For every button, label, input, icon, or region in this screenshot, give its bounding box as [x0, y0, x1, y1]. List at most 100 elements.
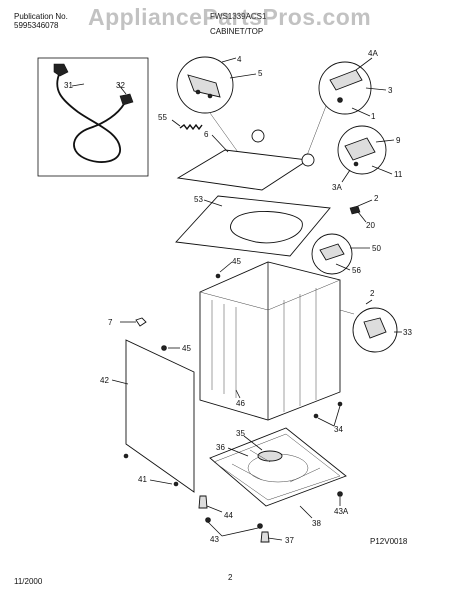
- leader-2b: [365, 299, 373, 305]
- callout-35: 35: [236, 429, 245, 438]
- leader-2a: [357, 199, 373, 207]
- callout-1: 1: [371, 112, 376, 121]
- leader-34: [317, 417, 335, 427]
- detail-bubble-clip: [311, 233, 370, 275]
- leader-31: [71, 83, 85, 87]
- cabinet-outline: [199, 261, 341, 421]
- publication-number: 5995346078: [14, 21, 59, 30]
- callout-50: 50: [372, 244, 381, 253]
- plug-7-part: [135, 317, 147, 327]
- front-panel-outline: [125, 339, 195, 493]
- lid-spring-coil: [179, 123, 203, 131]
- leader-42: [111, 379, 129, 385]
- front-panel: [111, 339, 195, 493]
- diagram-code: P12V0018: [370, 537, 408, 546]
- leader-55: [171, 119, 181, 127]
- watermark: AppliancePartsPros.com: [88, 4, 372, 30]
- leader-38: [299, 505, 313, 519]
- screws-34: [313, 401, 343, 427]
- callout-3a: 3A: [332, 183, 342, 192]
- leader-46: [235, 389, 241, 399]
- bubble-lid-switch-outline: [318, 61, 372, 115]
- leader-45a: [219, 261, 233, 273]
- screw-45-top: [215, 273, 221, 279]
- detail-bubble-latch: [339, 299, 402, 353]
- callout-41: 41: [138, 475, 147, 484]
- cabinet: [199, 261, 341, 421]
- screw-20: [349, 199, 373, 223]
- callout-38: 38: [312, 519, 321, 528]
- callout-45-top: 45: [232, 257, 241, 266]
- callout-34: 34: [334, 425, 343, 434]
- publication-label: Publication No.: [14, 12, 68, 21]
- top-panel-opening: [230, 211, 303, 244]
- callout-7: 7: [108, 318, 113, 327]
- callout-5: 5: [258, 69, 263, 78]
- leader-32: [117, 83, 127, 95]
- drive-coupling: [257, 450, 283, 462]
- clip-part: [319, 243, 345, 261]
- leveling-feet: [198, 491, 343, 543]
- power-cord-inset: [37, 57, 149, 177]
- leader-35: [243, 435, 263, 451]
- screw-45-side: [161, 345, 180, 351]
- leader-20: [357, 211, 367, 223]
- leader-44: [206, 505, 223, 513]
- callout-11: 11: [394, 170, 403, 179]
- latch-part: [363, 317, 387, 339]
- callout-20: 20: [366, 221, 375, 230]
- base-outline: [209, 427, 347, 507]
- leveling-leg-44: [198, 495, 208, 509]
- callout-44: 44: [224, 511, 233, 520]
- leader-36: [227, 447, 249, 457]
- leader-11: [371, 165, 393, 175]
- callout-2b: 2: [370, 289, 375, 298]
- callout-9: 9: [396, 136, 401, 145]
- callout-42: 42: [100, 376, 109, 385]
- leader-1: [351, 107, 371, 117]
- callout-56: 56: [352, 266, 361, 275]
- strain-relief: [119, 93, 134, 106]
- lid-spring: [171, 119, 203, 131]
- callout-3: 3: [388, 86, 393, 95]
- leader-9: [375, 139, 395, 143]
- hinge-part: [187, 74, 221, 98]
- callout-55: 55: [158, 113, 167, 122]
- lid: [176, 129, 315, 191]
- callout-45-side: 45: [182, 344, 191, 353]
- plug-7: [120, 317, 147, 327]
- power-cord-inset-frame: [37, 57, 149, 177]
- screw-45-side-head: [161, 345, 167, 351]
- lid-panel: [176, 149, 310, 191]
- callout-43a: 43A: [334, 507, 349, 516]
- foot-43a: [337, 491, 343, 497]
- footer-date: 11/2000: [14, 577, 43, 586]
- callout-31: 31: [64, 81, 73, 90]
- detail-bubble-hinge: [176, 56, 257, 156]
- leader-4a: [355, 57, 373, 71]
- callout-46: 46: [236, 399, 245, 408]
- callout-2a: 2: [374, 194, 379, 203]
- power-plug: [53, 63, 69, 77]
- leader-3: [365, 87, 387, 91]
- lid-hinge-left: [251, 129, 265, 143]
- callout-33: 33: [403, 328, 412, 337]
- power-cord: [56, 71, 125, 163]
- screw-20-head: [349, 205, 361, 215]
- leader-56: [335, 263, 351, 271]
- leader-5: [229, 73, 257, 79]
- base: [209, 427, 347, 519]
- bracket-part: [344, 137, 376, 161]
- callout-6: 6: [204, 130, 209, 139]
- callout-4: 4: [237, 55, 242, 64]
- callout-43: 43: [210, 535, 219, 544]
- callout-4a: 4A: [368, 49, 378, 58]
- top-panel: [175, 195, 331, 257]
- detail-bubble-lid-switch: [305, 57, 387, 159]
- leader-4: [221, 57, 237, 63]
- leader-41: [149, 479, 173, 485]
- callout-36: 36: [216, 443, 225, 452]
- leader-37: [267, 537, 283, 541]
